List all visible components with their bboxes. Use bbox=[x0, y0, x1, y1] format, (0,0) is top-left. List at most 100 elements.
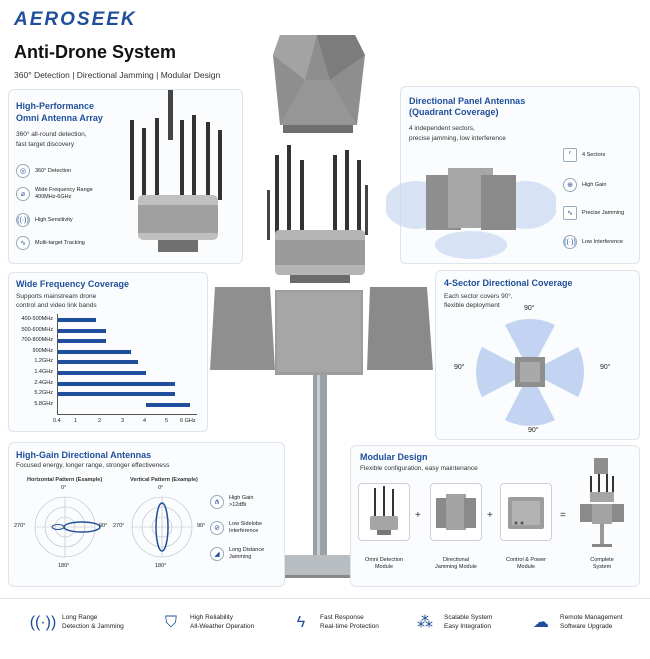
freq-card-title: Wide Frequency Coverage bbox=[16, 279, 129, 289]
omni-antenna-image bbox=[130, 90, 222, 252]
x-tick-label: 3 bbox=[121, 418, 125, 424]
frequency-bar bbox=[57, 371, 146, 375]
footer-bar bbox=[0, 598, 650, 659]
module-omni-image bbox=[370, 486, 398, 535]
feature-label: High Gain bbox=[229, 495, 254, 501]
footer-sublabel: Detection & Jamming bbox=[62, 623, 124, 630]
bar-category-label: 400-500MHz bbox=[21, 316, 54, 322]
signal-icon: ((·)) bbox=[16, 213, 30, 227]
omni-card-title-line2: Omni Antenna Array bbox=[16, 113, 103, 123]
page-title: Anti-Drone System bbox=[14, 42, 177, 62]
module-label-line1: Directional bbox=[443, 557, 469, 563]
sidelobe-icon: ⊘ bbox=[210, 521, 224, 535]
shield-icon: ⛉ bbox=[164, 613, 177, 631]
x-tick-label: 5 bbox=[165, 418, 169, 424]
omni-feature-tracking: ∿ Multi-target Tracking bbox=[16, 236, 85, 250]
panel-card-title-line1: Directional Panel Antennas bbox=[409, 96, 526, 106]
signal-icon: ((·)) bbox=[29, 613, 57, 631]
module-control-image bbox=[508, 497, 544, 529]
feature-label: Wide Frequency Range bbox=[35, 187, 93, 193]
feature-label: Low Interference bbox=[582, 238, 623, 245]
frequency-bar bbox=[57, 381, 176, 386]
omni-feature-360: ◎ 360° Detection bbox=[16, 164, 71, 178]
sector-card-desc-line2: flexible deployment bbox=[444, 302, 500, 309]
v-deg-bottom: 180° bbox=[155, 563, 167, 569]
frequency-bar bbox=[57, 392, 176, 397]
panel-feature-sectors: ⌜ 4 Sectors bbox=[563, 148, 605, 162]
modular-card-desc: Flexible configuration, easy maintenance bbox=[360, 465, 478, 472]
omni-card-desc-line1: 360° all-round detection, bbox=[16, 131, 87, 138]
h-deg-bottom: 180° bbox=[58, 563, 70, 569]
sector-coverage-diagram bbox=[475, 318, 585, 427]
vertical-pattern-label: Vertical Pattern (Example) bbox=[130, 477, 198, 483]
bar-category-label: 2.4GHz bbox=[34, 379, 53, 386]
frequency-bar bbox=[57, 328, 107, 333]
footer-sublabel: All-Weather Operation bbox=[190, 623, 255, 630]
bar-category-label: 700-800MHz bbox=[21, 337, 54, 344]
h-deg-right: 90° bbox=[99, 523, 108, 529]
horizontal-pattern-label: Horizontal Pattern (Example) bbox=[27, 477, 103, 483]
panel-card-title-line2: (Quadrant Coverage) bbox=[409, 107, 499, 117]
bar-category-label: 1.2GHz bbox=[34, 358, 53, 365]
bar-category-label: 5.2GHz bbox=[34, 390, 53, 397]
gain-card-title: High-Gain Directional Antennas bbox=[16, 450, 152, 460]
bar-category-label: 1.4GHz bbox=[34, 369, 53, 375]
freq-card-desc-line1: Supports mainstream drone bbox=[16, 293, 97, 300]
signal-icon: ((·)) bbox=[563, 235, 577, 249]
sector-deg-bottom: 90° bbox=[528, 427, 539, 434]
x-tick-label: 6 GHz bbox=[180, 418, 196, 424]
crosshair-icon: ⊕ bbox=[563, 178, 577, 192]
module-label-line2: Jamming Module bbox=[435, 564, 477, 570]
feature-label: High Gain bbox=[582, 181, 607, 188]
footer-label: High Reliability bbox=[190, 614, 233, 621]
feature-label: 360° Detection bbox=[35, 167, 72, 174]
radar-icon: ◎ bbox=[16, 164, 30, 178]
feature-label: Low Sidelobe bbox=[229, 521, 263, 527]
footer-label: Scalable System bbox=[444, 614, 493, 621]
panel-card-desc-line2: precise jamming, low interference bbox=[409, 135, 506, 142]
sector-deg-top: 90° bbox=[524, 305, 535, 312]
feature-sublabel: >12dBi bbox=[229, 502, 247, 508]
distance-icon: ◢ bbox=[210, 547, 224, 561]
v-deg-right: 90° bbox=[197, 523, 206, 529]
plus-sign: + bbox=[487, 510, 493, 521]
cloud-icon: ☁ bbox=[533, 613, 549, 631]
omni-card-desc-line2: fast target discovery bbox=[16, 141, 75, 148]
bar-category-label: 900MHz bbox=[32, 347, 53, 354]
plus-sign: + bbox=[415, 510, 421, 521]
feature-label: Multi-target Tracking bbox=[35, 239, 85, 246]
x-tick-label: 0.4 bbox=[53, 418, 61, 424]
equals-sign: = bbox=[560, 510, 566, 521]
feature-label: 4 Sectors bbox=[582, 151, 606, 158]
horizontal-pattern-plot bbox=[34, 496, 101, 558]
footer-sublabel: Real-time Protection bbox=[320, 623, 379, 630]
freq-card-desc-line2: control and video link bands bbox=[16, 302, 97, 309]
v-deg-top: 0° bbox=[158, 485, 164, 491]
vertical-pattern-plot bbox=[131, 496, 193, 558]
frequency-bar bbox=[57, 349, 131, 354]
panel-antenna-image bbox=[386, 168, 556, 259]
x-tick-label: 1 bbox=[74, 418, 78, 424]
brand-logo: AEROSEEK bbox=[14, 9, 137, 30]
network-icon: ⁂ bbox=[417, 613, 433, 631]
module-label-line2: Module bbox=[374, 564, 394, 570]
x-tick-label: 2 bbox=[98, 418, 102, 424]
frequency-bar bbox=[145, 402, 191, 407]
module-label-line1: Omni Detection bbox=[365, 557, 403, 563]
footer-sublabel: Software Upgrade bbox=[560, 623, 613, 630]
panel-feature-gain: ⊕ High Gain bbox=[563, 178, 606, 192]
frequency-icon: ⌀ bbox=[16, 187, 30, 201]
chart-axis-x bbox=[57, 414, 197, 415]
gain-icon: ⋔ bbox=[210, 495, 224, 509]
